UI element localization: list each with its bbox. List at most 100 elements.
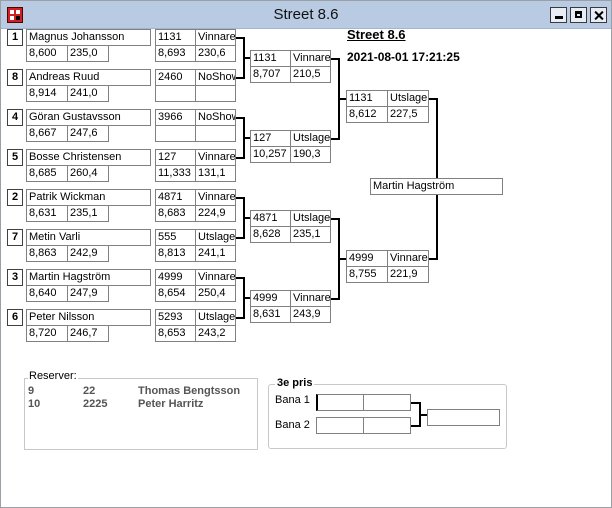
- match-score[interactable]: 210,5: [290, 66, 331, 83]
- match-result[interactable]: Vinnare: [195, 189, 236, 206]
- match-player-id[interactable]: 4871: [250, 210, 291, 227]
- match-score[interactable]: 227,5: [387, 106, 429, 123]
- connector-line: [243, 57, 250, 59]
- player-average[interactable]: 8,640: [26, 285, 68, 302]
- match-score[interactable]: 224,9: [195, 205, 236, 222]
- connector-line: [243, 137, 250, 139]
- match-player-id[interactable]: 5293: [155, 309, 196, 326]
- player-average[interactable]: 8,631: [26, 205, 68, 222]
- bana-2-result[interactable]: [363, 417, 411, 434]
- match-player-id[interactable]: 4999: [250, 290, 291, 307]
- title-bar[interactable]: Street 8.6: [1, 1, 611, 29]
- seed-number: 1: [7, 29, 23, 46]
- match-average[interactable]: 8,693: [155, 45, 196, 62]
- third-prize-winner[interactable]: [427, 409, 500, 426]
- match-average[interactable]: 11,333: [155, 165, 196, 182]
- match-result[interactable]: Vinnare: [195, 269, 236, 286]
- match-player-id[interactable]: 1131: [250, 50, 291, 67]
- match-average[interactable]: 8,631: [250, 306, 291, 323]
- player-score[interactable]: 242,9: [67, 245, 109, 262]
- match-score[interactable]: 243,9: [290, 306, 331, 323]
- player-average[interactable]: 8,600: [26, 45, 68, 62]
- player-average[interactable]: 8,685: [26, 165, 68, 182]
- match-average[interactable]: 8,628: [250, 226, 291, 243]
- player-average[interactable]: 8,914: [26, 85, 68, 102]
- bana-1-player-id[interactable]: [316, 394, 364, 411]
- match-score[interactable]: 241,1: [195, 245, 236, 262]
- player-average[interactable]: 8,667: [26, 125, 68, 142]
- match-score[interactable]: 221,9: [387, 266, 429, 283]
- match-average[interactable]: [155, 125, 196, 142]
- player-name[interactable]: Peter Nilsson: [26, 309, 151, 326]
- player-score[interactable]: 247,6: [67, 125, 109, 142]
- match-player-id[interactable]: 2460: [155, 69, 196, 86]
- player-name[interactable]: Martin Hagström: [26, 269, 151, 286]
- player-score[interactable]: 260,4: [67, 165, 109, 182]
- tournament-winner[interactable]: Martin Hagström: [370, 178, 503, 195]
- match-average[interactable]: 8,653: [155, 325, 196, 342]
- match-player-id[interactable]: 127: [250, 130, 291, 147]
- player-score[interactable]: 246,7: [67, 325, 109, 342]
- close-button[interactable]: [590, 7, 607, 23]
- player-name[interactable]: Patrik Wickman: [26, 189, 151, 206]
- match-average[interactable]: [155, 85, 196, 102]
- match-score[interactable]: 250,4: [195, 285, 236, 302]
- match-player-id[interactable]: 1131: [346, 90, 388, 107]
- player-score[interactable]: 235,0: [67, 45, 109, 62]
- seed-number: 2: [7, 189, 23, 206]
- match-player-id[interactable]: 4999: [346, 250, 388, 267]
- player-score[interactable]: 247,9: [67, 285, 109, 302]
- match-score[interactable]: [195, 125, 236, 142]
- match-average[interactable]: 8,612: [346, 106, 388, 123]
- connector-line: [429, 98, 437, 100]
- bana-1-result[interactable]: [363, 394, 411, 411]
- player-score[interactable]: 241,0: [67, 85, 109, 102]
- match-result[interactable]: Vinnare: [290, 50, 331, 67]
- match-player-id[interactable]: 127: [155, 149, 196, 166]
- player-average[interactable]: 8,863: [26, 245, 68, 262]
- match-score[interactable]: 230,6: [195, 45, 236, 62]
- player-name[interactable]: Metin Varli: [26, 229, 151, 246]
- player-name[interactable]: Andreas Ruud: [26, 69, 151, 86]
- match-score[interactable]: 235,1: [290, 226, 331, 243]
- match-player-id[interactable]: 4871: [155, 189, 196, 206]
- match-score[interactable]: [195, 85, 236, 102]
- match-score[interactable]: 131,1: [195, 165, 236, 182]
- player-name[interactable]: Göran Gustavsson: [26, 109, 151, 126]
- match-average[interactable]: 8,755: [346, 266, 388, 283]
- connector-line: [236, 317, 244, 319]
- match-result[interactable]: Vinnare: [195, 29, 236, 46]
- minimize-button[interactable]: [550, 7, 567, 23]
- match-result[interactable]: Vinnare: [290, 290, 331, 307]
- connector-line: [411, 402, 419, 404]
- match-result[interactable]: NoShow: [195, 109, 236, 126]
- match-player-id[interactable]: 4999: [155, 269, 196, 286]
- match-result[interactable]: Utslagen: [387, 90, 429, 107]
- maximize-button[interactable]: [570, 7, 587, 23]
- match-result[interactable]: Vinnare: [387, 250, 429, 267]
- match-average[interactable]: 10,257: [250, 146, 291, 163]
- bana-2-player-id[interactable]: [316, 417, 364, 434]
- match-player-id[interactable]: 3966: [155, 109, 196, 126]
- match-player-id[interactable]: 555: [155, 229, 196, 246]
- match-result[interactable]: Utslagen: [290, 210, 331, 227]
- match-result[interactable]: Vinnare: [195, 149, 236, 166]
- match-average[interactable]: 8,654: [155, 285, 196, 302]
- match-result[interactable]: NoShow: [195, 69, 236, 86]
- match-player-id[interactable]: 1131: [155, 29, 196, 46]
- match-average[interactable]: 8,683: [155, 205, 196, 222]
- app-icon[interactable]: [7, 7, 23, 23]
- connector-line: [411, 425, 419, 427]
- match-average[interactable]: 8,707: [250, 66, 291, 83]
- player-average[interactable]: 8,720: [26, 325, 68, 342]
- match-average[interactable]: 8,813: [155, 245, 196, 262]
- player-name[interactable]: Magnus Johansson: [26, 29, 151, 46]
- match-result[interactable]: Utslagen: [290, 130, 331, 147]
- player-name[interactable]: Bosse Christensen: [26, 149, 151, 166]
- player-score[interactable]: 235,1: [67, 205, 109, 222]
- match-result[interactable]: Utslagen: [195, 309, 236, 326]
- match-score[interactable]: 243,2: [195, 325, 236, 342]
- match-score[interactable]: 190,3: [290, 146, 331, 163]
- seed-number: 3: [7, 269, 23, 286]
- match-result[interactable]: Utslagen: [195, 229, 236, 246]
